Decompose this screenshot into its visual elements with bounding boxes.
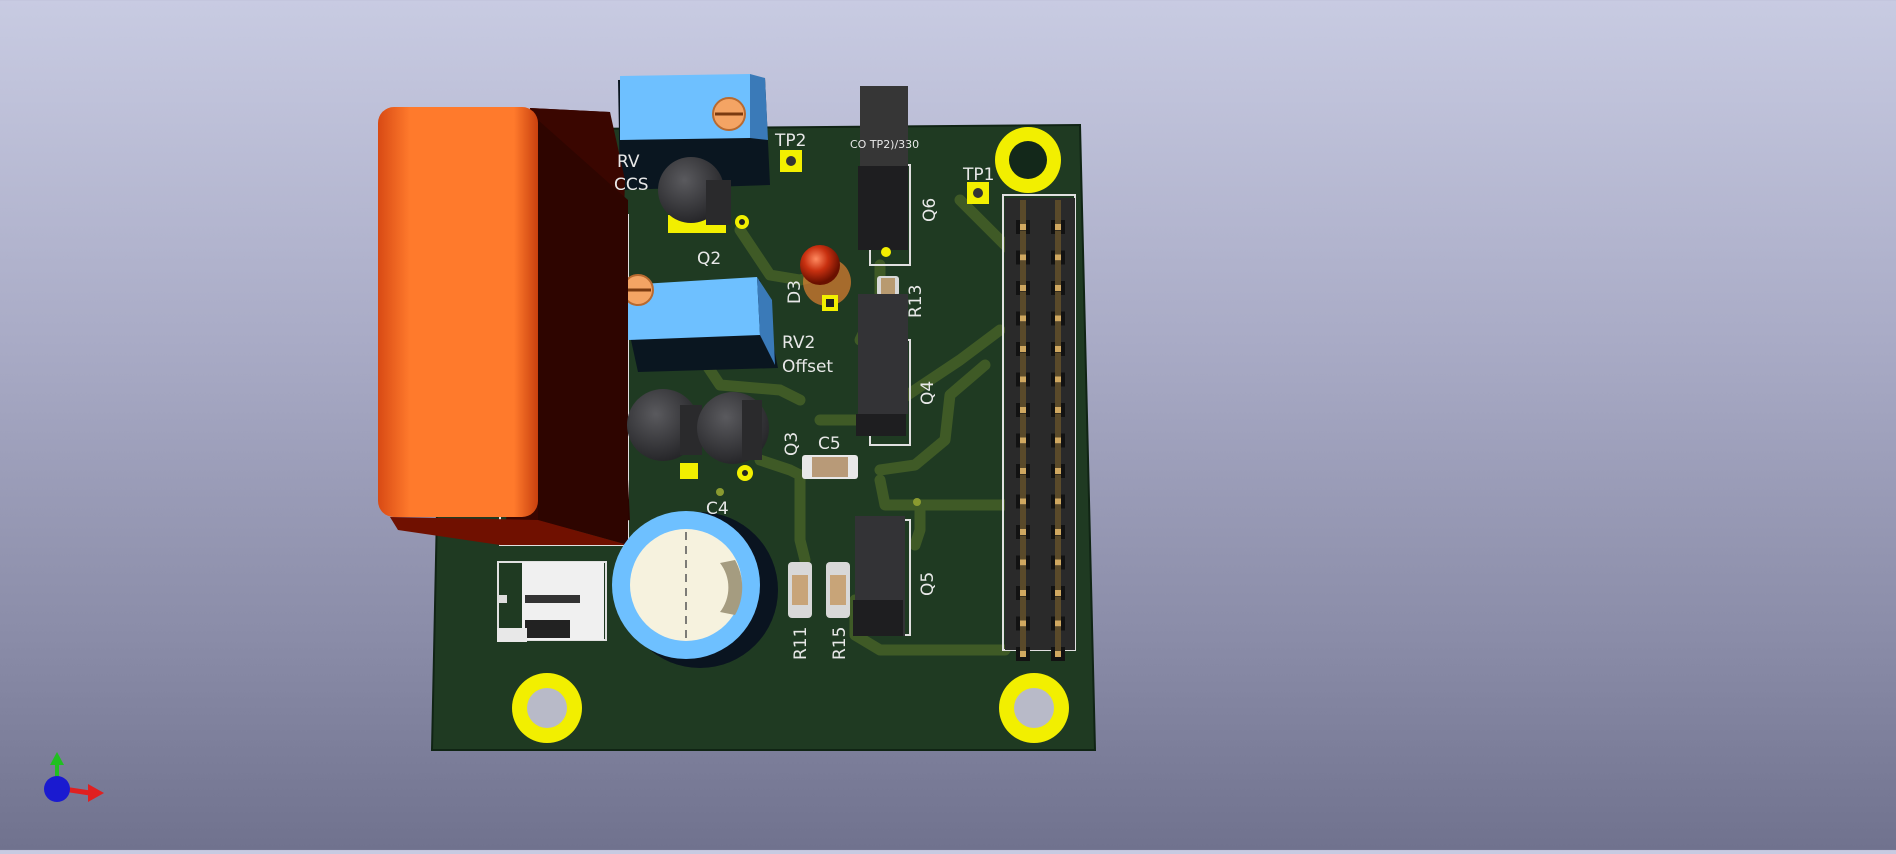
- label-q4: Q4: [918, 381, 938, 405]
- header-pin: [1051, 627, 1065, 661]
- header-pin: [1051, 200, 1065, 234]
- axis-orientation-icon: [44, 752, 104, 802]
- resistor-r15[interactable]: [826, 562, 850, 618]
- header-pin: [1016, 383, 1030, 417]
- label-c5: C5: [818, 434, 841, 454]
- header-pin: [1051, 566, 1065, 600]
- header-pin: [1016, 535, 1030, 570]
- header-pin: [1016, 322, 1030, 356]
- trimmer-rv1[interactable]: [618, 74, 770, 190]
- header-pin: [1016, 474, 1030, 509]
- header-pin: [1051, 230, 1065, 265]
- mosfet-q6[interactable]: [858, 86, 908, 257]
- header-pin: [1051, 322, 1065, 356]
- mounting-hole-bottom-left: [512, 673, 582, 743]
- header-pin: [1016, 200, 1030, 234]
- mounting-hole-bottom-right: [999, 673, 1069, 743]
- label-q6: Q6: [920, 198, 940, 222]
- label-d3: D3: [785, 280, 805, 304]
- header-pin: [1016, 596, 1030, 631]
- label-rv2: RV2: [782, 333, 815, 353]
- header-pin: [1016, 444, 1030, 478]
- header-pin: [1016, 291, 1030, 326]
- label-r11: R11: [791, 627, 811, 660]
- header-pin: [1016, 352, 1030, 387]
- header-pin: [1051, 261, 1065, 295]
- header-pin: [1051, 596, 1065, 631]
- label-ccs-partial: CCS: [614, 175, 649, 195]
- header-pin: [1051, 535, 1065, 570]
- test-point-tp1[interactable]: [967, 182, 989, 204]
- transistor-q3[interactable]: [697, 392, 769, 481]
- header-pin: [1016, 230, 1030, 265]
- resistor-r13[interactable]: [877, 276, 899, 296]
- resistor-r11[interactable]: [788, 562, 812, 618]
- electrolytic-capacitor-c4[interactable]: [612, 511, 778, 668]
- header-pin: [1051, 474, 1065, 509]
- white-connector[interactable]: [497, 562, 604, 642]
- z-axis-dot: [44, 776, 70, 802]
- label-r13: R13: [906, 285, 926, 318]
- label-rv1-partial: RV: [617, 152, 640, 172]
- x-axis-arrow: [88, 784, 104, 802]
- header-pin: [1051, 505, 1065, 539]
- label-tp2: TP2: [774, 131, 806, 151]
- trimmer-rv2[interactable]: [620, 274, 778, 372]
- label-offset: Offset: [782, 357, 833, 377]
- label-top-note: CO TP2)/330: [850, 138, 919, 151]
- header-pin: [1051, 352, 1065, 387]
- header-pin: [1016, 261, 1030, 295]
- header-pin: [1016, 566, 1030, 600]
- mosfet-q5[interactable]: [853, 516, 905, 636]
- mosfet-q4[interactable]: [856, 294, 908, 436]
- header-pin: [1051, 291, 1065, 326]
- y-axis-arrow: [50, 752, 64, 765]
- capacitor-c5[interactable]: [802, 455, 858, 479]
- header-pin: [1051, 444, 1065, 478]
- header-pin: [1051, 383, 1065, 417]
- header-pin: [1051, 413, 1065, 448]
- silkscreen-labels: TP2 TP1 RV CCS CO TP2)/330 Q2 RV2 Offset…: [614, 131, 994, 660]
- label-q5: Q5: [918, 572, 938, 596]
- label-r15: R15: [830, 627, 850, 660]
- small-via: [716, 488, 921, 506]
- header-pin: [1016, 505, 1030, 539]
- film-capacitor[interactable]: [378, 107, 630, 545]
- label-q2: Q2: [697, 249, 721, 269]
- mounting-hole-top-right: [995, 127, 1061, 193]
- transistor-q2[interactable]: [658, 157, 749, 233]
- header-pin: [1016, 413, 1030, 448]
- label-tp1: TP1: [962, 165, 994, 185]
- label-c4: C4: [706, 499, 729, 519]
- transistor-q1[interactable]: [627, 389, 702, 479]
- pin-header[interactable]: [1005, 198, 1075, 661]
- label-q3: Q3: [782, 432, 802, 456]
- led-d3[interactable]: [800, 245, 851, 311]
- header-pin: [1016, 627, 1030, 661]
- test-point-tp2[interactable]: [780, 150, 802, 172]
